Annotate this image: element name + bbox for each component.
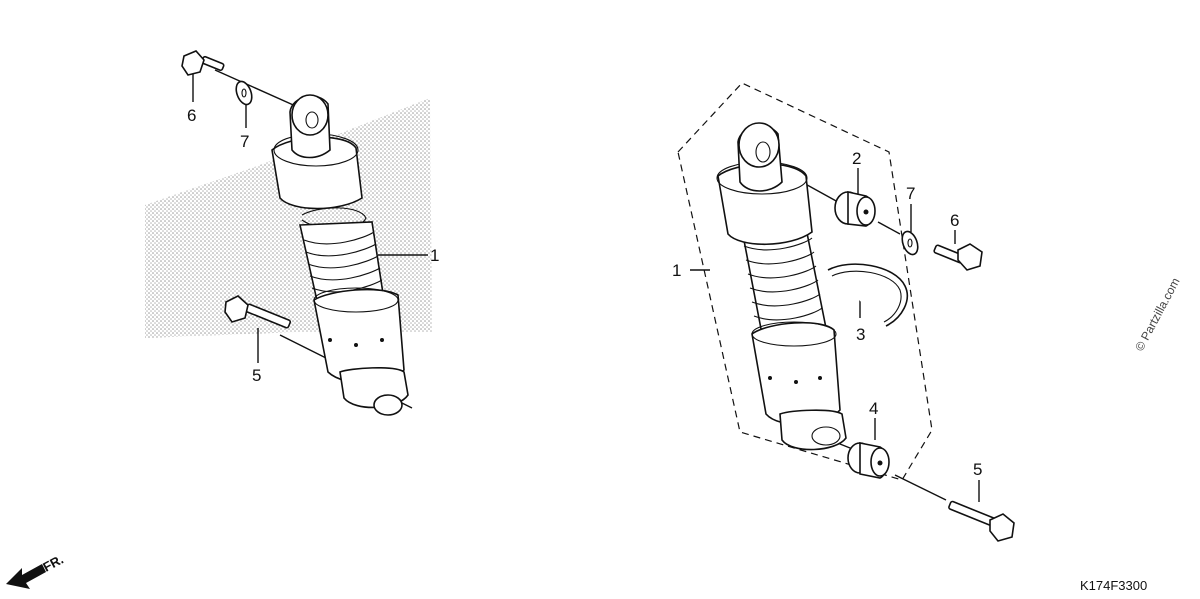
bolt-icon [948,500,1015,542]
front-direction-indicator: FR. [6,552,66,589]
callout-1: 1 [672,261,681,280]
bolt-icon [224,295,292,329]
clip-icon [827,263,909,327]
bushing-icon [834,191,876,227]
callout-5: 5 [252,366,261,385]
callout-1: 1 [430,246,439,265]
callout-7: 7 [240,132,249,151]
diagram-code: K174F3300 [1080,578,1147,593]
callout-3: 3 [856,325,865,344]
shock-absorber-icon [716,122,847,451]
bolt-icon [181,50,225,76]
washer-icon [235,80,253,106]
callout-4: 4 [869,399,878,418]
bushing-icon [847,442,890,479]
right-assembly: 2 7 6 1 3 4 5 [672,82,1015,542]
watermark: © Partzilla.com [1132,275,1182,353]
shock-absorber-icon [271,94,409,416]
callout-2: 2 [852,149,861,168]
washer-icon [901,230,919,256]
callout-6: 6 [187,106,196,125]
callout-6: 6 [950,211,959,230]
callout-5: 5 [973,460,982,479]
arrow-icon [6,564,46,589]
bolt-icon [933,243,983,271]
left-assembly: 6 7 1 5 [145,50,439,416]
callout-7: 7 [906,184,915,203]
